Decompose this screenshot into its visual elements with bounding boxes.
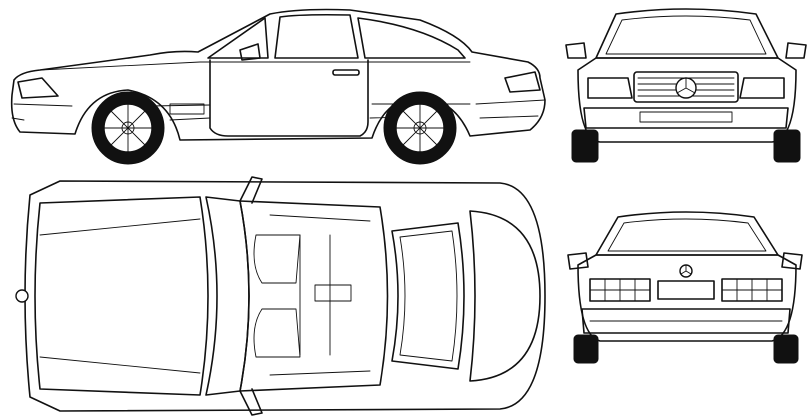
top-three-pointed-star-icon [15,289,29,303]
top-console [269,214,371,376]
front-left-mirror [565,42,587,59]
side-window-front [207,17,269,59]
top-trunk [469,210,541,382]
top-windshield [205,196,250,396]
side-rear-bumper [475,99,546,119]
rear-window [595,211,779,256]
side-window-rear [357,17,466,59]
rear-right-tire [773,334,799,364]
side-mirror [239,43,261,61]
top-left-mirror [239,176,263,204]
side-vent [169,103,205,115]
side-front-bumper [11,103,73,121]
rear-plate-area [657,280,715,300]
top-view [15,176,546,416]
rear-left-mirror [567,252,589,270]
front-right-mirror [785,42,807,59]
top-hood [34,196,209,396]
side-front-wheel [91,91,165,165]
side-window-main [274,13,359,59]
front-left-headlight [587,77,633,99]
side-belt-line [39,61,471,71]
rear-left-taillight [589,278,651,302]
front-left-tire [571,129,599,163]
front-body-outline [577,57,797,143]
front-right-headlight [739,77,785,99]
side-body-outline [10,8,546,141]
side-taillight [504,71,541,93]
rear-three-pointed-star-icon [679,264,693,278]
rear-right-mirror [781,252,803,270]
front-plate-area [639,111,733,123]
front-grille [633,71,739,103]
top-cabin [239,200,389,392]
rear-left-tire [573,334,599,364]
front-windshield [595,8,779,59]
side-door [209,59,369,137]
three-pointed-star-icon [675,77,697,99]
side-rear-wheel [383,91,457,165]
front-bumper [583,107,789,129]
side-door-handle [332,69,360,76]
front-view [565,8,807,163]
rear-bumper [581,308,791,334]
rear-view [567,211,803,364]
side-headlight [17,77,59,99]
rear-body-outline [577,254,797,342]
top-rear-window [391,222,465,370]
side-view [10,8,546,165]
front-right-tire [773,129,801,163]
rear-right-taillight [721,278,783,302]
top-seats [253,234,301,358]
front-windshield-inner [605,15,767,55]
top-right-mirror [239,388,263,416]
